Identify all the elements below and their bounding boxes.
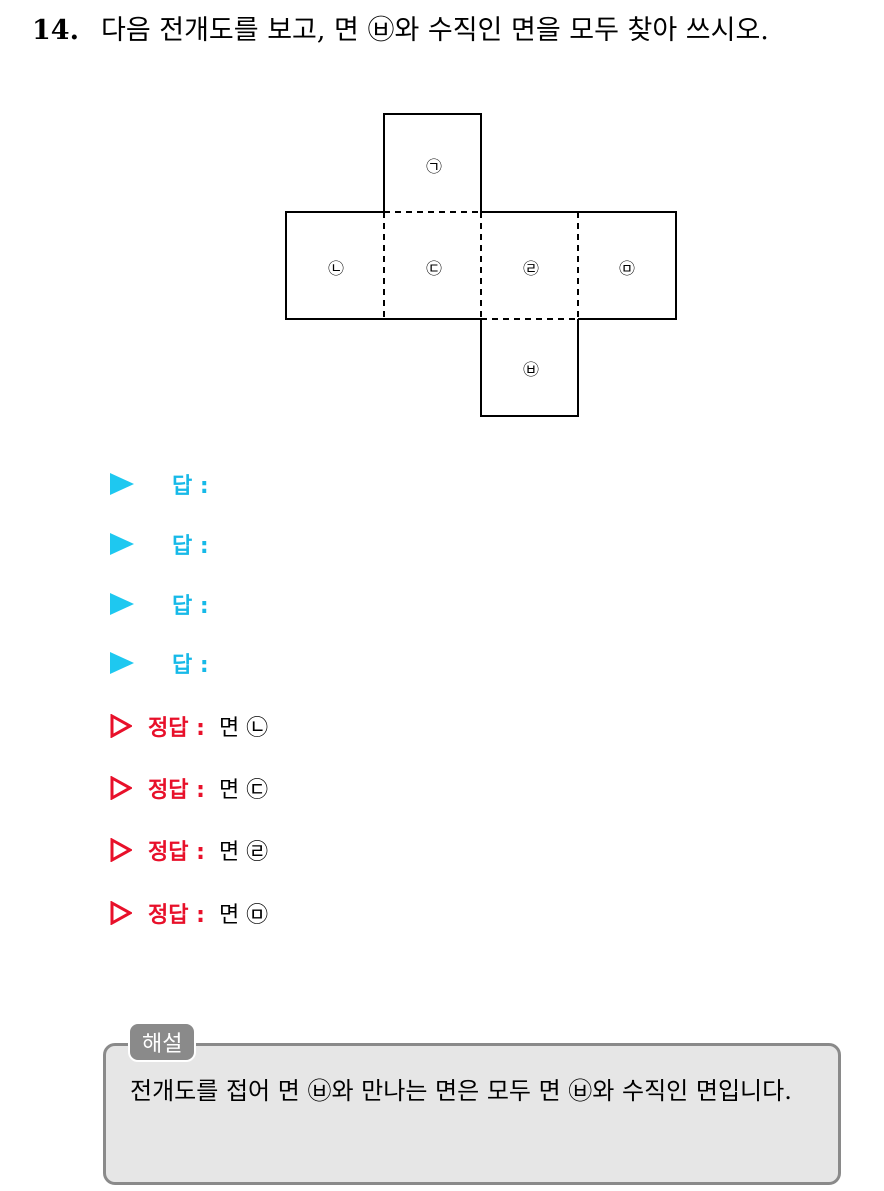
correct-answer-label: 정답 : bbox=[148, 716, 205, 741]
face-label-b: ㉡ bbox=[328, 259, 344, 278]
play-triangle-icon bbox=[110, 473, 134, 495]
answer-row[interactable]: 답 : bbox=[110, 464, 209, 504]
answer-label: 답 : bbox=[172, 594, 209, 619]
correct-answer-value: 면 ㉤ bbox=[218, 903, 269, 928]
question-text: 다음 전개도를 보고, 면 ㉥와 수직인 면을 모두 찾아 쓰시오. bbox=[100, 15, 769, 46]
face-label-e: ㉤ bbox=[619, 259, 635, 278]
net-middle-left-outline bbox=[285, 211, 384, 320]
cube-net-svg: ㉠ ㉡ ㉢ ㉣ ㉤ ㉥ bbox=[285, 113, 677, 417]
answer-label: 답 : bbox=[172, 474, 209, 499]
outline-triangle-icon bbox=[110, 901, 132, 925]
answer-row[interactable]: 답 : bbox=[110, 584, 209, 624]
net-face-top-outline bbox=[383, 113, 482, 212]
question-number: 14. bbox=[32, 15, 79, 46]
face-label-d: ㉣ bbox=[523, 259, 539, 278]
explanation-box: 전개도를 접어 면 ㉥와 만나는 면은 모두 면 ㉥와 수직인 면입니다. bbox=[103, 1043, 841, 1185]
face-label-f: ㉥ bbox=[523, 360, 539, 379]
face-label-c: ㉢ bbox=[426, 259, 442, 278]
correct-answer-label: 정답 : bbox=[148, 778, 205, 803]
correct-answer-row: 정답 : 면 ㉢ bbox=[110, 768, 268, 808]
play-triangle-icon bbox=[110, 593, 134, 615]
outline-triangle-icon bbox=[110, 838, 132, 862]
correct-answer-value: 면 ㉢ bbox=[218, 778, 269, 803]
outline-triangle-icon bbox=[110, 776, 132, 800]
answer-label: 답 : bbox=[172, 534, 209, 559]
explanation-tag: 해설 bbox=[128, 1022, 197, 1062]
correct-answer-label: 정답 : bbox=[148, 840, 205, 865]
cube-net-diagram: ㉠ ㉡ ㉢ ㉣ ㉤ ㉥ bbox=[284, 112, 680, 420]
question: 14. 다음 전개도를 보고, 면 ㉥와 수직인 면을 모두 찾아 쓰시오. bbox=[32, 8, 769, 47]
answer-row[interactable]: 답 : bbox=[110, 643, 209, 683]
correct-answer-row: 정답 : 면 ㉡ bbox=[110, 706, 268, 746]
correct-answer-value: 면 ㉡ bbox=[218, 716, 269, 741]
face-label-a: ㉠ bbox=[426, 157, 442, 176]
correct-answer-row: 정답 : 면 ㉣ bbox=[110, 830, 268, 870]
correct-answer-value: 면 ㉣ bbox=[218, 840, 269, 865]
play-triangle-icon bbox=[110, 533, 134, 555]
play-triangle-icon bbox=[110, 652, 134, 674]
answer-label: 답 : bbox=[172, 653, 209, 678]
outline-triangle-icon bbox=[110, 714, 132, 738]
explanation-text: 전개도를 접어 면 ㉥와 만나는 면은 모두 면 ㉥와 수직인 면입니다. bbox=[130, 1077, 792, 1105]
answer-row[interactable]: 답 : bbox=[110, 524, 209, 564]
correct-answer-row: 정답 : 면 ㉤ bbox=[110, 893, 268, 933]
correct-answer-label: 정답 : bbox=[148, 903, 205, 928]
net-face-bottom-outline bbox=[480, 319, 579, 417]
